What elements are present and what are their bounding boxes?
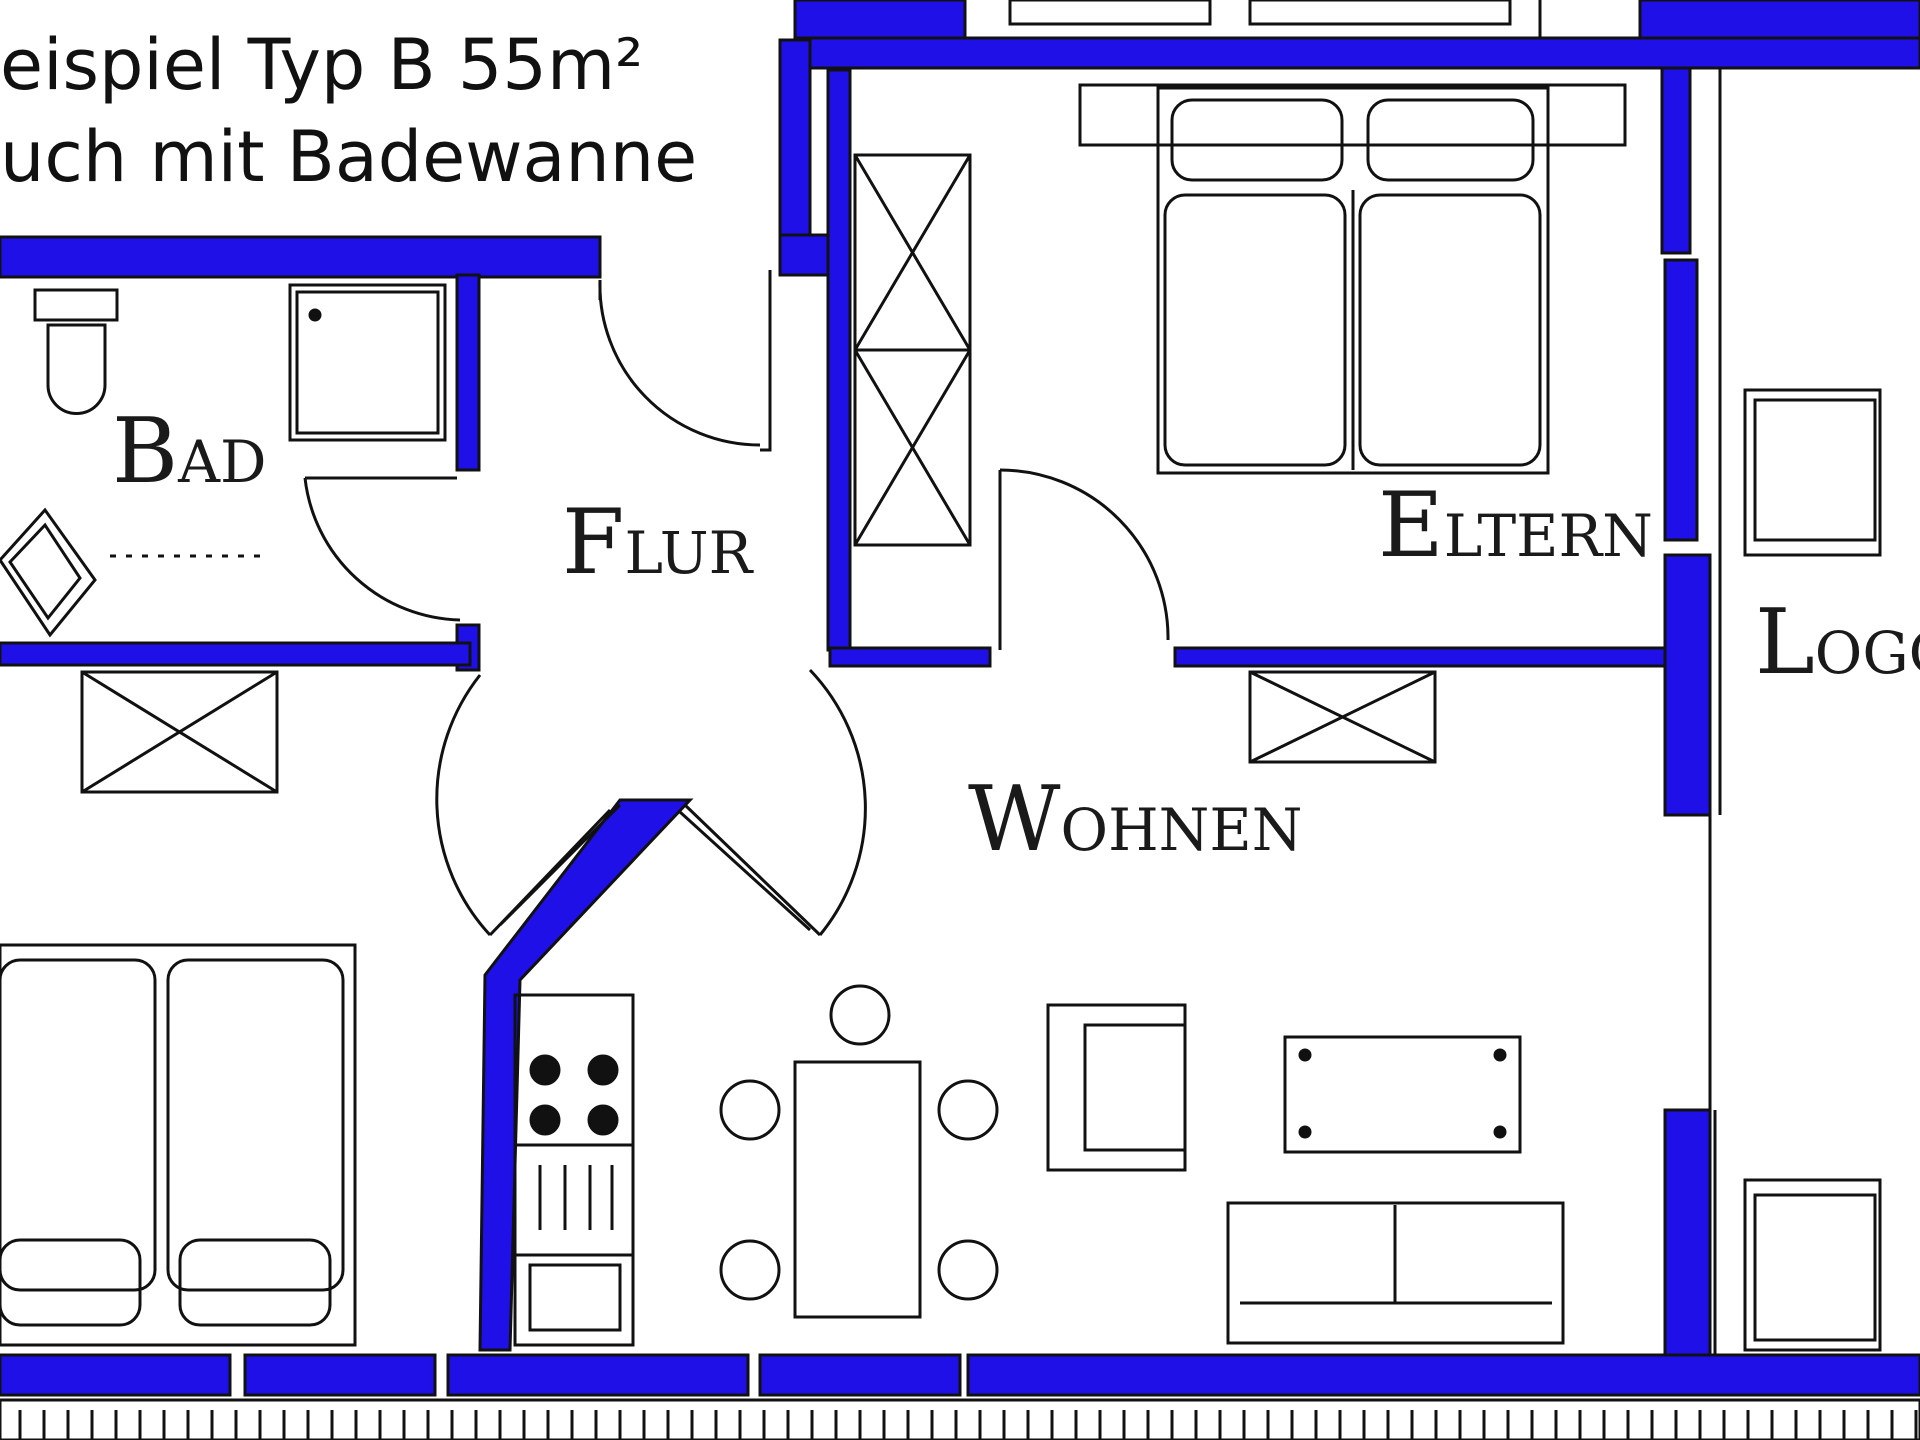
room-initial-flur: F (562, 490, 624, 595)
sink (0, 507, 260, 638)
dining-table (719, 984, 999, 1319)
loggia-chair (1743, 388, 1882, 1352)
kitchen-unit (513, 993, 635, 1347)
plan-caption-line-1: eispiel Typ B 55m² (0, 24, 644, 106)
room-label-bad: BAD (112, 399, 267, 504)
room-label-loggia: LOGG (1755, 590, 1920, 695)
room-initial-wohnen: W (968, 767, 1061, 872)
coffee-table (1283, 1035, 1522, 1154)
room-rest-wohnen: OHNEN (1061, 796, 1303, 864)
sofa (1226, 1201, 1565, 1345)
room-initial-bad: B (112, 399, 178, 504)
room-rest-loggia: OGG (1815, 619, 1920, 687)
shower-tray (288, 283, 447, 442)
cabinet-bad (80, 670, 279, 794)
room-rest-bad: AD (177, 428, 266, 496)
room-label-flur: FLUR (562, 490, 755, 595)
walls (0, 0, 1920, 1397)
radiator-eltern (1248, 670, 1437, 764)
room-rest-flur: LUR (624, 519, 754, 587)
balcony-railing (18, 1410, 1918, 1440)
double-bed (1078, 83, 1627, 475)
room-rest-eltern: LTERN (1444, 502, 1653, 570)
twin-beds (0, 943, 357, 1347)
toilet (33, 288, 119, 415)
wardrobe-eltern (853, 153, 972, 547)
plan-caption-line-2: uch mit Badewanne (0, 116, 698, 198)
room-initial-loggia: L (1755, 590, 1815, 695)
room-label-wohnen: WOHNEN (968, 767, 1302, 872)
room-label-eltern: ELTERN (1378, 473, 1653, 578)
room-initial-eltern: E (1378, 473, 1444, 578)
armchair (1046, 1003, 1187, 1172)
